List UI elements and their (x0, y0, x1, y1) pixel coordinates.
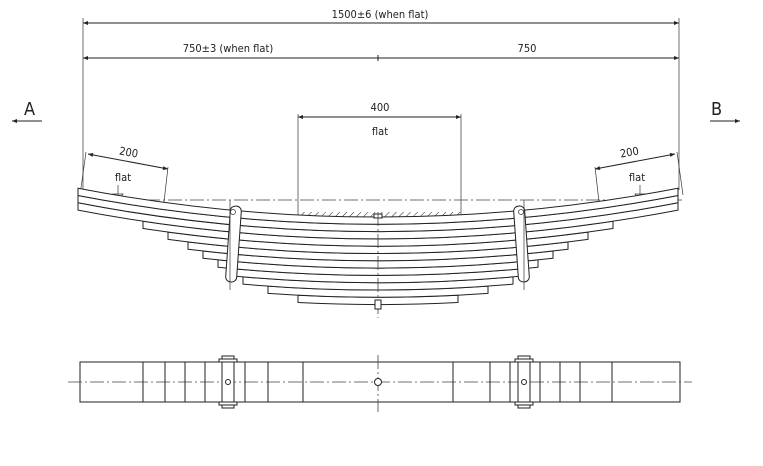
top-view-clip-left (218, 355, 238, 409)
rebound-clip-left (225, 200, 242, 290)
view-label-a: A (24, 99, 35, 120)
view-label-b: B (711, 99, 722, 120)
top-view-clip-right (514, 355, 534, 409)
center-flat-dimension: 400 flat (297, 101, 462, 218)
center-bolt (373, 212, 383, 318)
spring-leaf (77, 187, 679, 225)
right-half-length-label: 750 (518, 42, 537, 55)
right-end-flat-label: flat (629, 171, 645, 184)
half-length-dimension: 750±3 (when flat) 750 (83, 42, 679, 61)
center-flat-label: flat (372, 125, 388, 138)
top-view (68, 355, 692, 412)
left-end-flat-dimension: 200 flat (79, 145, 169, 229)
right-end-flat-value: 200 (619, 145, 640, 161)
right-end-flat-dimension: 200 flat (594, 145, 684, 229)
view-marker-a: A (12, 99, 42, 123)
left-end-flat-value: 200 (118, 145, 139, 161)
rebound-clip-right (513, 200, 530, 290)
left-half-length-label: 750±3 (when flat) (183, 42, 274, 55)
overall-length-label: 1500±6 (when flat) (332, 8, 429, 21)
center-bolt-hole (374, 378, 382, 386)
left-end-flat-label: flat (115, 171, 131, 184)
view-marker-b: B (710, 99, 740, 123)
center-flat-value: 400 (371, 101, 390, 114)
overall-length-dimension: 1500±6 (when flat) (83, 8, 679, 25)
